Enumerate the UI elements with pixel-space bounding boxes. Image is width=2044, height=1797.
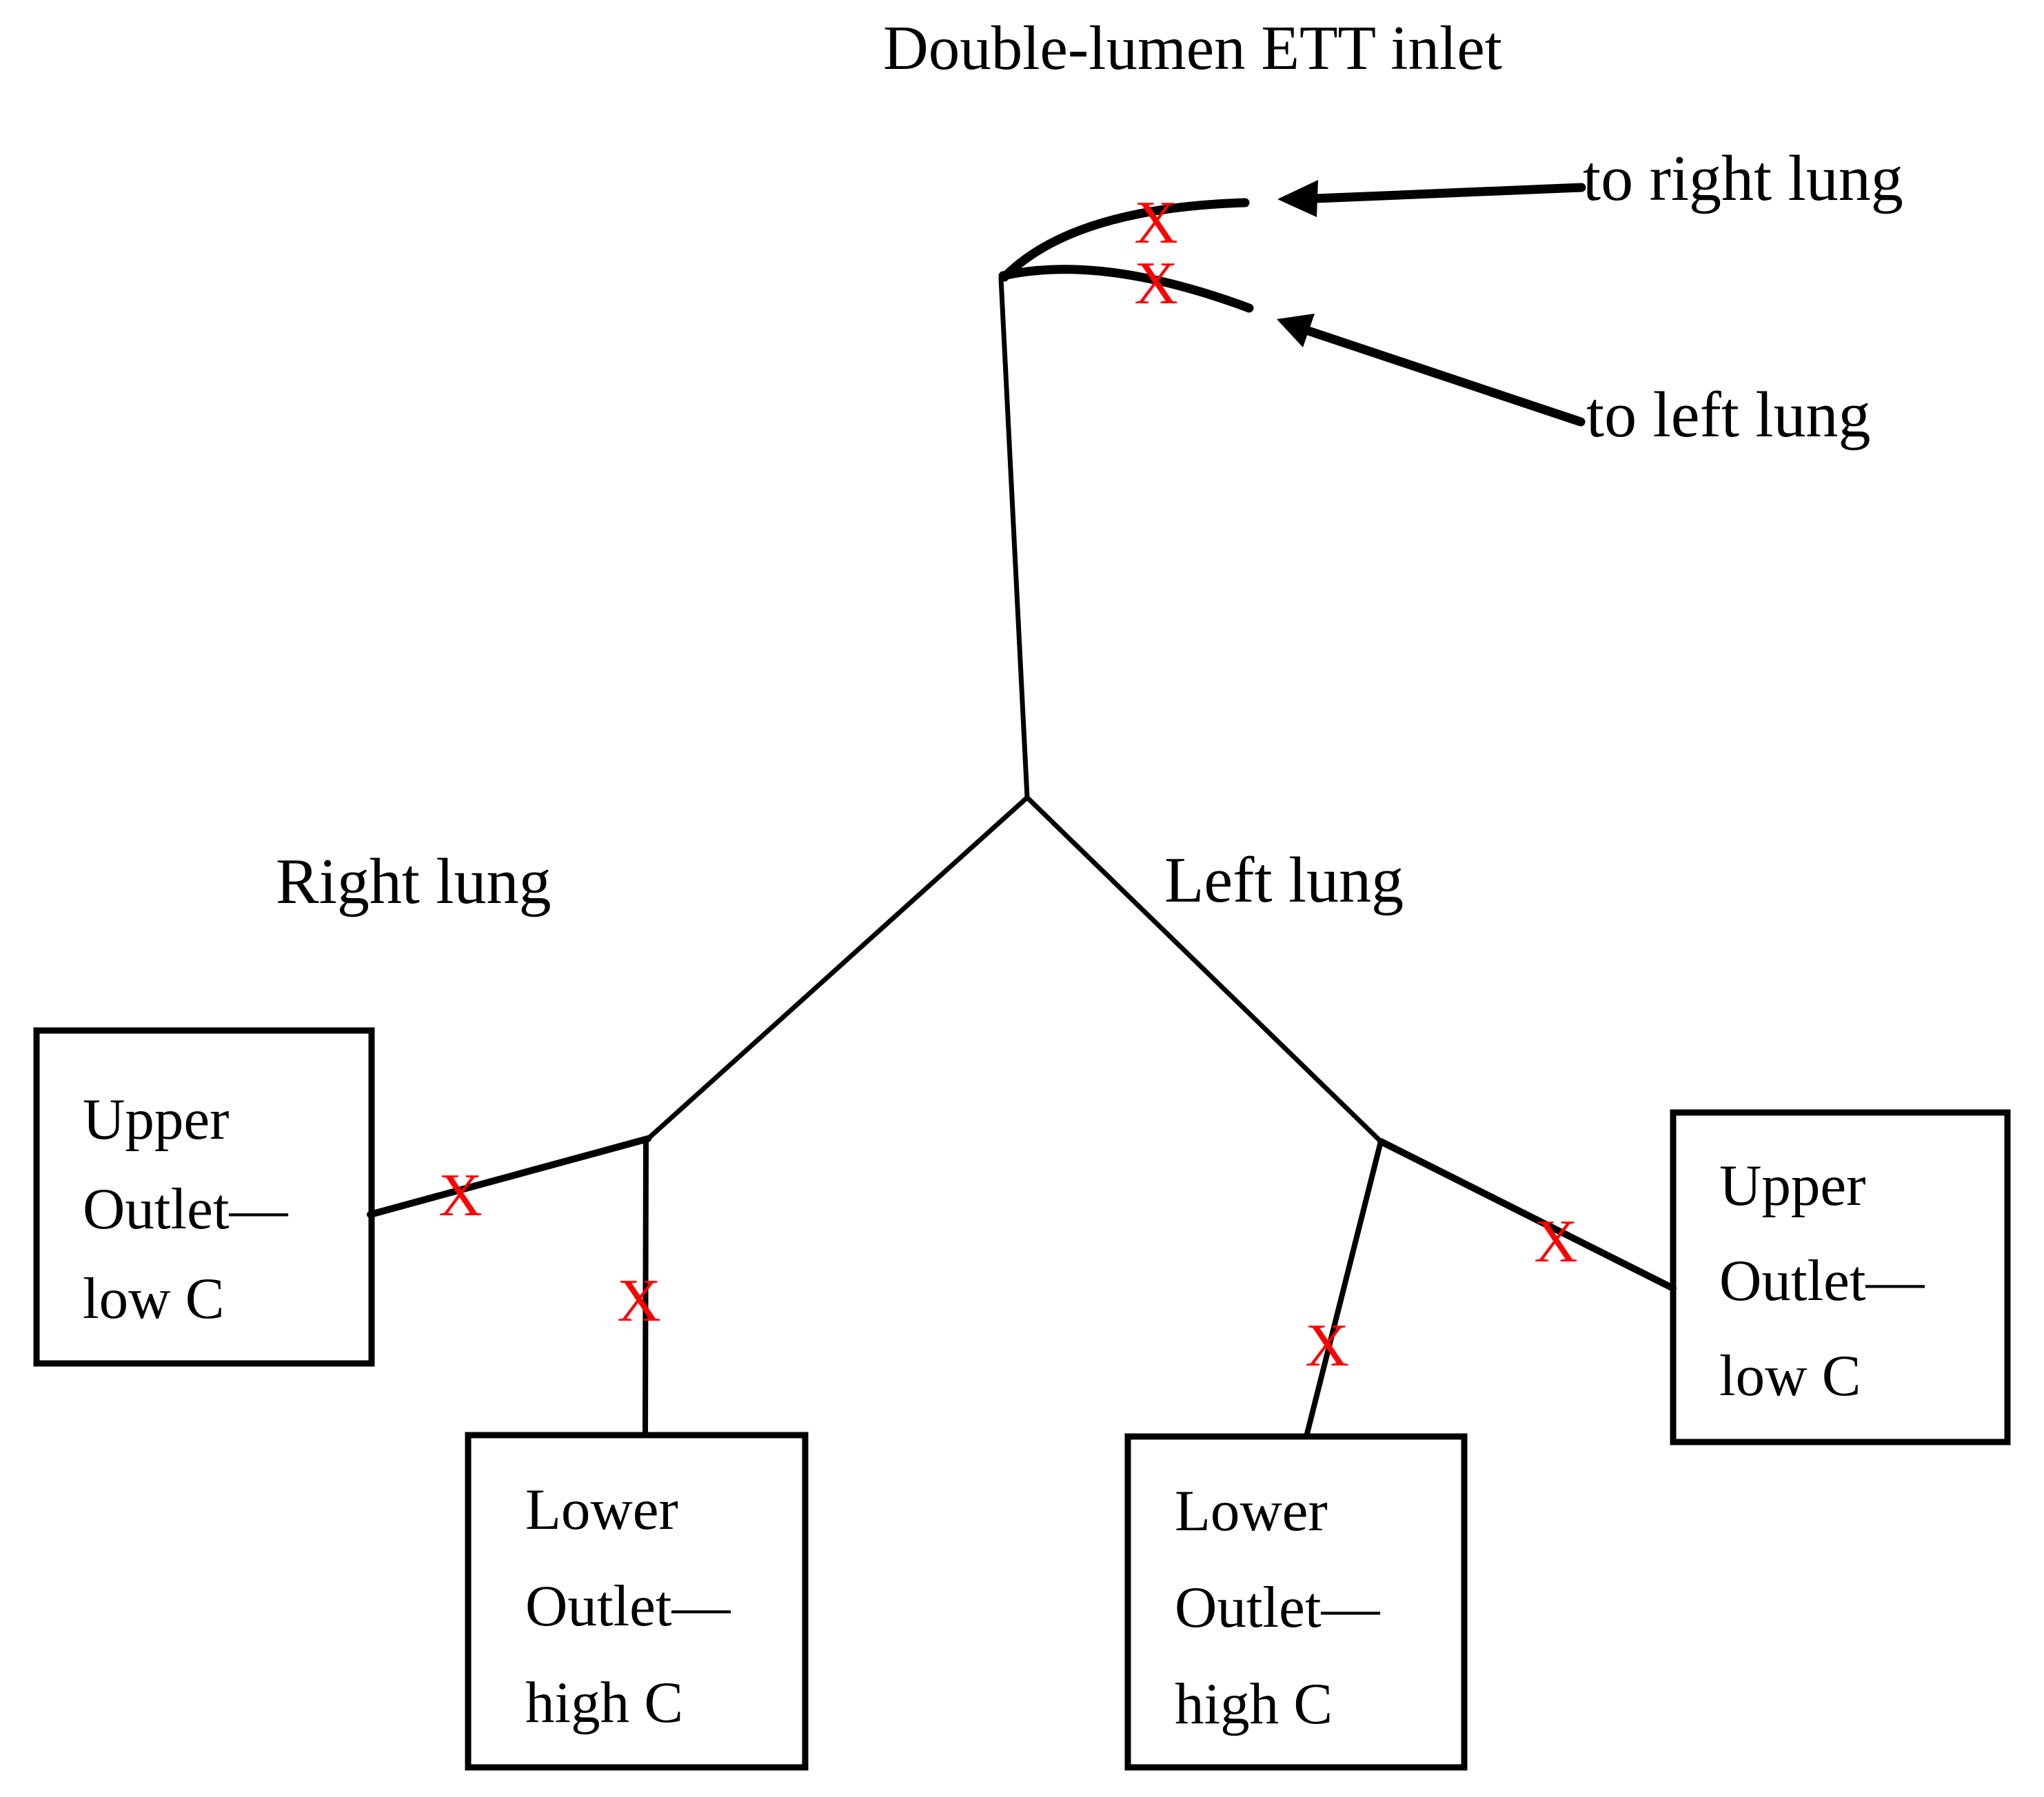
ett-right-lumen-curve xyxy=(1000,198,1250,282)
box-line: Upper xyxy=(1719,1153,1865,1218)
right-lung-label: Right lung xyxy=(276,846,552,917)
diagram-title: Double-lumen ETT inlet xyxy=(883,13,1502,83)
right-upper-outlet-box xyxy=(33,1027,375,1367)
to-right-lung-label: to right lung xyxy=(1583,143,1903,214)
to-left-lung-arrow-shaft xyxy=(1304,326,1586,427)
occlusion-x-mark-right-lower-branch: X xyxy=(617,1268,661,1334)
occlusion-x-mark-right-lumen: X xyxy=(1134,190,1178,256)
box-line: Outlet— xyxy=(1719,1248,1925,1313)
right-lower-outlet-box xyxy=(465,1432,809,1771)
arrowhead-upleft-icon xyxy=(1277,314,1315,347)
box-line: Outlet— xyxy=(83,1177,288,1241)
left-upper-branch-line xyxy=(1377,1138,1677,1292)
left-main-bronchus-line xyxy=(1024,795,1384,1144)
to-left-lung-label: to left lung xyxy=(1586,379,1871,451)
box-line: Lower xyxy=(1175,1479,1328,1543)
right-lower-outlet-text: Lower Outlet— high C xyxy=(525,1477,731,1735)
right-lower-branch-line xyxy=(642,1136,649,1438)
box-line: Outlet— xyxy=(1175,1575,1380,1640)
occlusion-x-mark-left-lumen: X xyxy=(1134,250,1178,317)
box-line: Lower xyxy=(525,1477,678,1542)
left-lower-outlet-box xyxy=(1124,1433,1468,1771)
to-right-lung-arrow-shaft xyxy=(1311,183,1586,203)
box-line: high C xyxy=(1175,1672,1333,1736)
occlusion-x-mark-right-upper-branch: X xyxy=(438,1162,483,1229)
left-lung-label: Left lung xyxy=(1164,844,1404,916)
box-line: Outlet— xyxy=(525,1574,731,1638)
left-upper-outlet-box xyxy=(1670,1109,2011,1445)
left-lower-outlet-text: Lower Outlet— high C xyxy=(1175,1479,1380,1736)
box-line: Upper xyxy=(83,1087,229,1152)
to-left-lung-arrow xyxy=(1277,314,1586,427)
box-line: low C xyxy=(83,1266,224,1331)
ett-left-lumen-curve xyxy=(998,265,1254,313)
to-right-lung-arrow xyxy=(1277,180,1586,217)
left-lower-branch-line xyxy=(1304,1139,1384,1439)
right-main-bronchus-line xyxy=(645,795,1030,1141)
box-line: low C xyxy=(1719,1343,1861,1408)
occlusion-x-mark-left-upper-branch: X xyxy=(1534,1208,1578,1275)
occlusion-x-mark-left-lower-branch: X xyxy=(1305,1312,1349,1379)
box-line: high C xyxy=(525,1670,683,1735)
right-upper-branch-line xyxy=(367,1135,651,1218)
arrowhead-left-icon xyxy=(1277,180,1318,217)
trachea-line xyxy=(998,276,1030,800)
left-upper-outlet-text: Upper Outlet— low C xyxy=(1719,1153,1925,1408)
right-upper-outlet-text: Upper Outlet— low C xyxy=(83,1087,288,1331)
